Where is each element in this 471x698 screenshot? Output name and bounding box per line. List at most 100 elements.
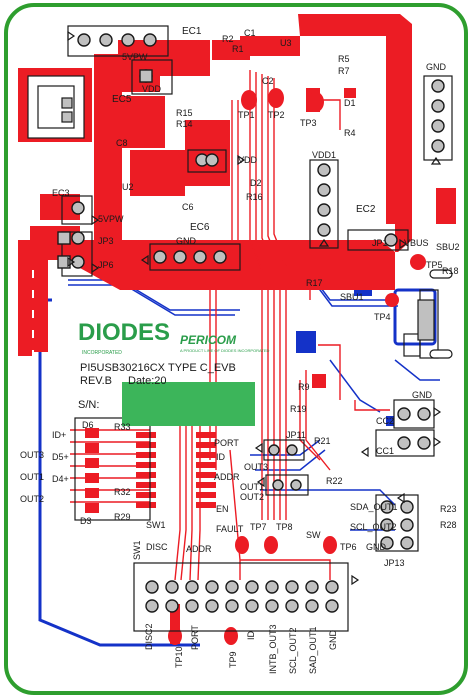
refdes-jp3: JP3 <box>98 236 114 246</box>
bottom-pad-c <box>296 331 316 353</box>
diodes-logo: DIODES <box>78 319 170 346</box>
refdes-tp8: TP8 <box>276 522 293 532</box>
refdes-r9: R9 <box>298 382 310 392</box>
refdes-u3: U3 <box>280 38 292 48</box>
refdes-sw1: SW1 <box>146 520 166 530</box>
refdes-tp4: TP4 <box>374 312 391 322</box>
refdes-vdd: VDD <box>142 84 162 94</box>
refdes-ec1: EC1 <box>182 26 202 37</box>
top-copper-signal-traces <box>70 70 390 581</box>
refdes-tp1: TP1 <box>238 110 255 120</box>
date-label: Date:20 <box>128 375 167 387</box>
refdes-d6: D6 <box>82 420 94 430</box>
refdes-sbu1: SBU1 <box>340 292 364 302</box>
refdes-r5: R5 <box>338 54 350 64</box>
pericom-logo: PERICOM <box>180 333 237 347</box>
refdes-r29: R29 <box>114 512 131 522</box>
refdes-vbus: VBUS <box>404 238 429 248</box>
refdes-tp9: TP9 <box>228 651 238 668</box>
refdes-r23: R23 <box>440 504 457 514</box>
refdes-c1: C1 <box>244 28 256 38</box>
refdes-vdd1: VDD1 <box>312 150 336 160</box>
refdes-tp7: TP7 <box>250 522 267 532</box>
refdes-cc1: CC1 <box>376 446 394 456</box>
refdes-d2: D2 <box>250 178 262 188</box>
diodes-logo-sub: INCORPORATED <box>82 350 122 356</box>
board-name-label: TYPE C_EVB <box>168 362 236 374</box>
refdes-5vpw: 5VPW <box>98 214 124 224</box>
part-number-label: PI5USB30216CX <box>80 362 166 374</box>
refdes-r33: R33 <box>114 422 131 432</box>
refdes-en: EN <box>216 504 229 514</box>
refdes-id-bottom: ID <box>246 630 256 640</box>
refdes-out3-left: OUT3 <box>20 450 44 460</box>
top-copper-pads <box>18 88 456 644</box>
silkscreen-outlines <box>61 25 453 632</box>
refdes-tp5: TP5 <box>426 260 443 270</box>
refdes-sw: SW <box>306 530 321 540</box>
refdes-ec6: EC6 <box>190 222 210 233</box>
sn-label: S/N: <box>78 399 99 411</box>
refdes-r28: R28 <box>440 520 457 530</box>
refdes-r18: R18 <box>442 266 459 276</box>
refdes-sw1-rot: SW1 <box>132 540 142 560</box>
refdes-port: PORT <box>214 438 239 448</box>
refdes-disc2: DISC2 <box>144 623 154 650</box>
refdes-jp2: 5VPW <box>122 52 148 62</box>
refdes-gnd-right: GND <box>412 390 433 400</box>
refdes-d4: D4+ <box>52 474 69 484</box>
refdes-addr: ADDR <box>214 472 240 482</box>
refdes-tp10: TP10 <box>174 646 184 668</box>
refdes-d3: D3 <box>80 516 92 526</box>
refdes-fault: FAULT <box>216 524 244 534</box>
test-points <box>168 88 426 645</box>
refdes-out1: OUT1 <box>240 482 264 492</box>
refdes-jp13: JP13 <box>384 558 405 568</box>
refdes-sbu2: SBU2 <box>436 242 460 252</box>
refdes-tp2: TP2 <box>268 110 285 120</box>
refdes-id-plus: ID+ <box>52 430 66 440</box>
pericom-sub: A PRODUCT LINE OF DIODES INCORPORATED <box>180 348 270 353</box>
refdes-tp3: TP3 <box>300 118 317 128</box>
refdes-out2-left: OUT2 <box>20 494 44 504</box>
header-20pin-pads <box>145 580 339 613</box>
refdes-r32: R32 <box>114 487 131 497</box>
square-pads <box>57 69 153 269</box>
refdes-id: ID <box>216 452 226 462</box>
usb-c-connector <box>27 75 85 139</box>
refdes-gnd-mid: GND <box>176 236 197 246</box>
refdes-u2: U2 <box>122 182 134 192</box>
refdes-r15: R15 <box>176 108 193 118</box>
refdes-scl-bottom: SCL_OUT2 <box>288 627 298 674</box>
refdes-tp6: TP6 <box>340 542 357 552</box>
refdes-jp6: JP6 <box>98 260 114 270</box>
refdes-ec2: EC2 <box>356 204 376 215</box>
refdes-c6: C6 <box>182 202 194 212</box>
refdes-gnd-jp13: GND <box>366 542 387 552</box>
refdes-gnd-bottom: GND <box>328 630 338 651</box>
refdes-port-bottom: PORT <box>190 625 200 650</box>
revision-label: REV.B <box>80 375 112 387</box>
bottom-pad-tp4 <box>393 288 437 346</box>
refdes-r22: R22 <box>326 476 343 486</box>
refdes-r2: R2 <box>222 34 234 44</box>
refdes-out3: OUT3 <box>244 462 268 472</box>
refdes-vdd-right: VDD <box>238 155 258 165</box>
refdes-sad-bottom: SAD_OUT1 <box>308 626 318 674</box>
refdes-r1: R1 <box>232 44 244 54</box>
refdes-c2: C2 <box>262 76 274 86</box>
refdes-scl-out: SCL_OUT2 <box>350 522 397 532</box>
refdes-ec5: EC5 <box>112 94 132 105</box>
refdes-d5: D5+ <box>52 452 69 462</box>
serial-number-box <box>122 382 255 426</box>
refdes-r14: R14 <box>176 119 193 129</box>
refdes-r16: R16 <box>246 192 263 202</box>
refdes-out2: OUT2 <box>240 492 264 502</box>
refdes-r21: R21 <box>314 436 331 446</box>
refdes-ec3: EC3 <box>52 188 70 198</box>
refdes-cc2: CC2 <box>376 416 394 426</box>
refdes-c8: C8 <box>116 138 128 148</box>
pin1-markers <box>67 30 442 586</box>
refdes-out1-left: OUT1 <box>20 472 44 482</box>
